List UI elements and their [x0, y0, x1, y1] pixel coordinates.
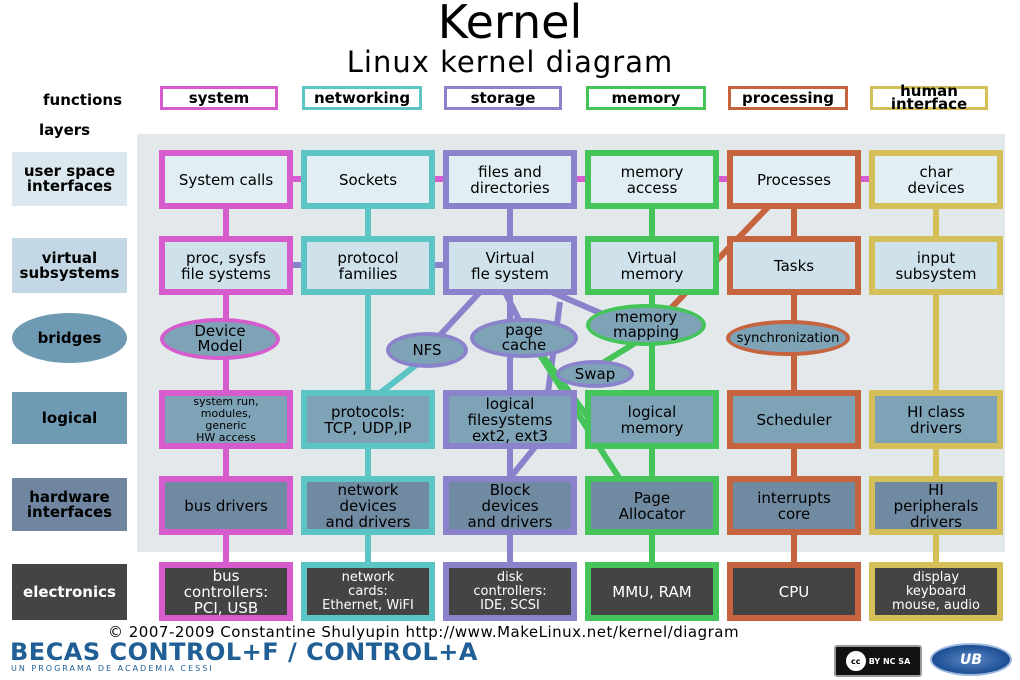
- layer-logical: logical: [12, 392, 127, 444]
- hardware-box-networking: network devices and drivers: [301, 476, 435, 535]
- ub-logo-text: UB: [959, 651, 983, 668]
- userspace-box-storage: files and directories: [443, 150, 577, 209]
- function-human: human interface: [870, 84, 988, 112]
- userspace-box-system: System calls: [159, 150, 293, 209]
- bridge-page-cache: page cache: [470, 318, 578, 358]
- cc-icon: cc: [845, 651, 866, 671]
- virtual-box-system: proc, sysfs file systems: [159, 236, 293, 295]
- functions-header: functions: [43, 91, 122, 109]
- link-vfs-pagecache: [502, 290, 523, 324]
- hardware-box-memory: Page Allocator: [585, 476, 719, 535]
- logical-box-storage: logical filesystems ext2, ext3: [443, 390, 577, 449]
- diagram-subtitle: Linux kernel diagram: [346, 45, 674, 79]
- logical-box-system: system run, modules, generic HW access: [159, 390, 293, 449]
- bridge-synchronization: synchronization: [726, 320, 850, 356]
- function-storage: storage: [444, 86, 562, 110]
- virtual-box-networking: protocol families: [301, 236, 435, 295]
- hardware-box-human: HI peripherals drivers: [869, 476, 1003, 535]
- logical-box-human: HI class drivers: [869, 390, 1003, 449]
- cc-license-text: BY NC SA: [868, 656, 911, 666]
- electronics-box-human: display keyboard mouse, audio: [869, 562, 1003, 621]
- layers-header: layers: [39, 121, 91, 139]
- hardware-box-storage: Block devices and drivers: [443, 476, 577, 535]
- bridge-memory-mapping: memory mapping: [586, 304, 706, 346]
- logical-box-processing: Scheduler: [727, 390, 861, 449]
- electronics-box-processing: CPU: [727, 562, 861, 621]
- hardware-box-processing: interrupts core: [727, 476, 861, 535]
- function-processing: processing: [728, 86, 848, 110]
- bridge-nfs: NFS: [386, 332, 468, 368]
- virtual-box-storage: Virtual fle system: [443, 236, 577, 295]
- logical-box-networking: protocols: TCP, UDP,IP: [301, 390, 435, 449]
- ub-logo[interactable]: UB: [930, 643, 1012, 676]
- becas-brand: BECAS CONTROL+F / CONTROL+A: [10, 638, 478, 666]
- userspace-box-networking: Sockets: [301, 150, 435, 209]
- function-memory: memory: [586, 86, 706, 110]
- hardware-box-system: bus drivers: [159, 476, 293, 535]
- layer-virtual-subsystems: virtual subsystems: [12, 238, 127, 293]
- becas-tagline: UN PROGRAMA DE ACADEMIA CESSI: [11, 664, 214, 673]
- layer-hardware-interfaces: hardware interfaces: [12, 478, 127, 531]
- function-system: system: [160, 86, 278, 110]
- electronics-box-storage: disk controllers: IDE, SCSI: [443, 562, 577, 621]
- creative-commons-badge[interactable]: cc BY NC SA: [834, 645, 922, 677]
- bridge-swap: Swap: [556, 360, 634, 388]
- virtual-box-processing: Tasks: [727, 236, 861, 295]
- layer-user-space-interfaces: user space interfaces: [12, 152, 127, 206]
- layer-electronics: electronics: [12, 564, 127, 620]
- userspace-box-memory: memory access: [585, 150, 719, 209]
- kernel-title: Kernel: [437, 0, 583, 49]
- virtual-box-memory: Virtual memory: [585, 236, 719, 295]
- logical-box-memory: logical memory: [585, 390, 719, 449]
- virtual-box-human: input subsystem: [869, 236, 1003, 295]
- userspace-box-processing: Processes: [727, 150, 861, 209]
- link-pagecache-allocator: [537, 353, 628, 489]
- function-networking: networking: [302, 86, 422, 110]
- electronics-box-system: bus controllers: PCI, USB: [159, 562, 293, 621]
- bridge-device-model: Device Model: [160, 318, 280, 360]
- userspace-box-human: char devices: [869, 150, 1003, 209]
- electronics-box-memory: MMU, RAM: [585, 562, 719, 621]
- electronics-box-networking: network cards: Ethernet, WiFI: [301, 562, 435, 621]
- layer-bridges: bridges: [12, 313, 127, 363]
- copyright-notice: © 2007-2009 Constantine Shulyupin http:/…: [108, 623, 740, 641]
